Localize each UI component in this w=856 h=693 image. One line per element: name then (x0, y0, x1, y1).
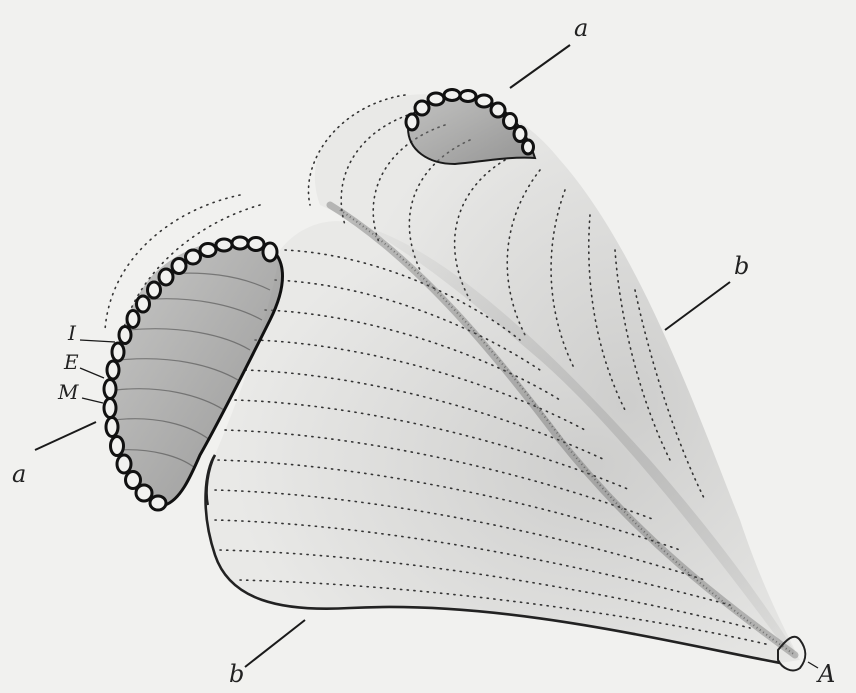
label-M: M (58, 382, 78, 402)
label-a-top: a (574, 16, 588, 40)
label-I: I (68, 323, 76, 343)
label-A: A (818, 662, 835, 686)
label-E: E (64, 352, 79, 372)
label-b-right: b (734, 254, 749, 278)
label-a-left: a (12, 462, 26, 486)
label-b-bottom: b (229, 662, 244, 686)
